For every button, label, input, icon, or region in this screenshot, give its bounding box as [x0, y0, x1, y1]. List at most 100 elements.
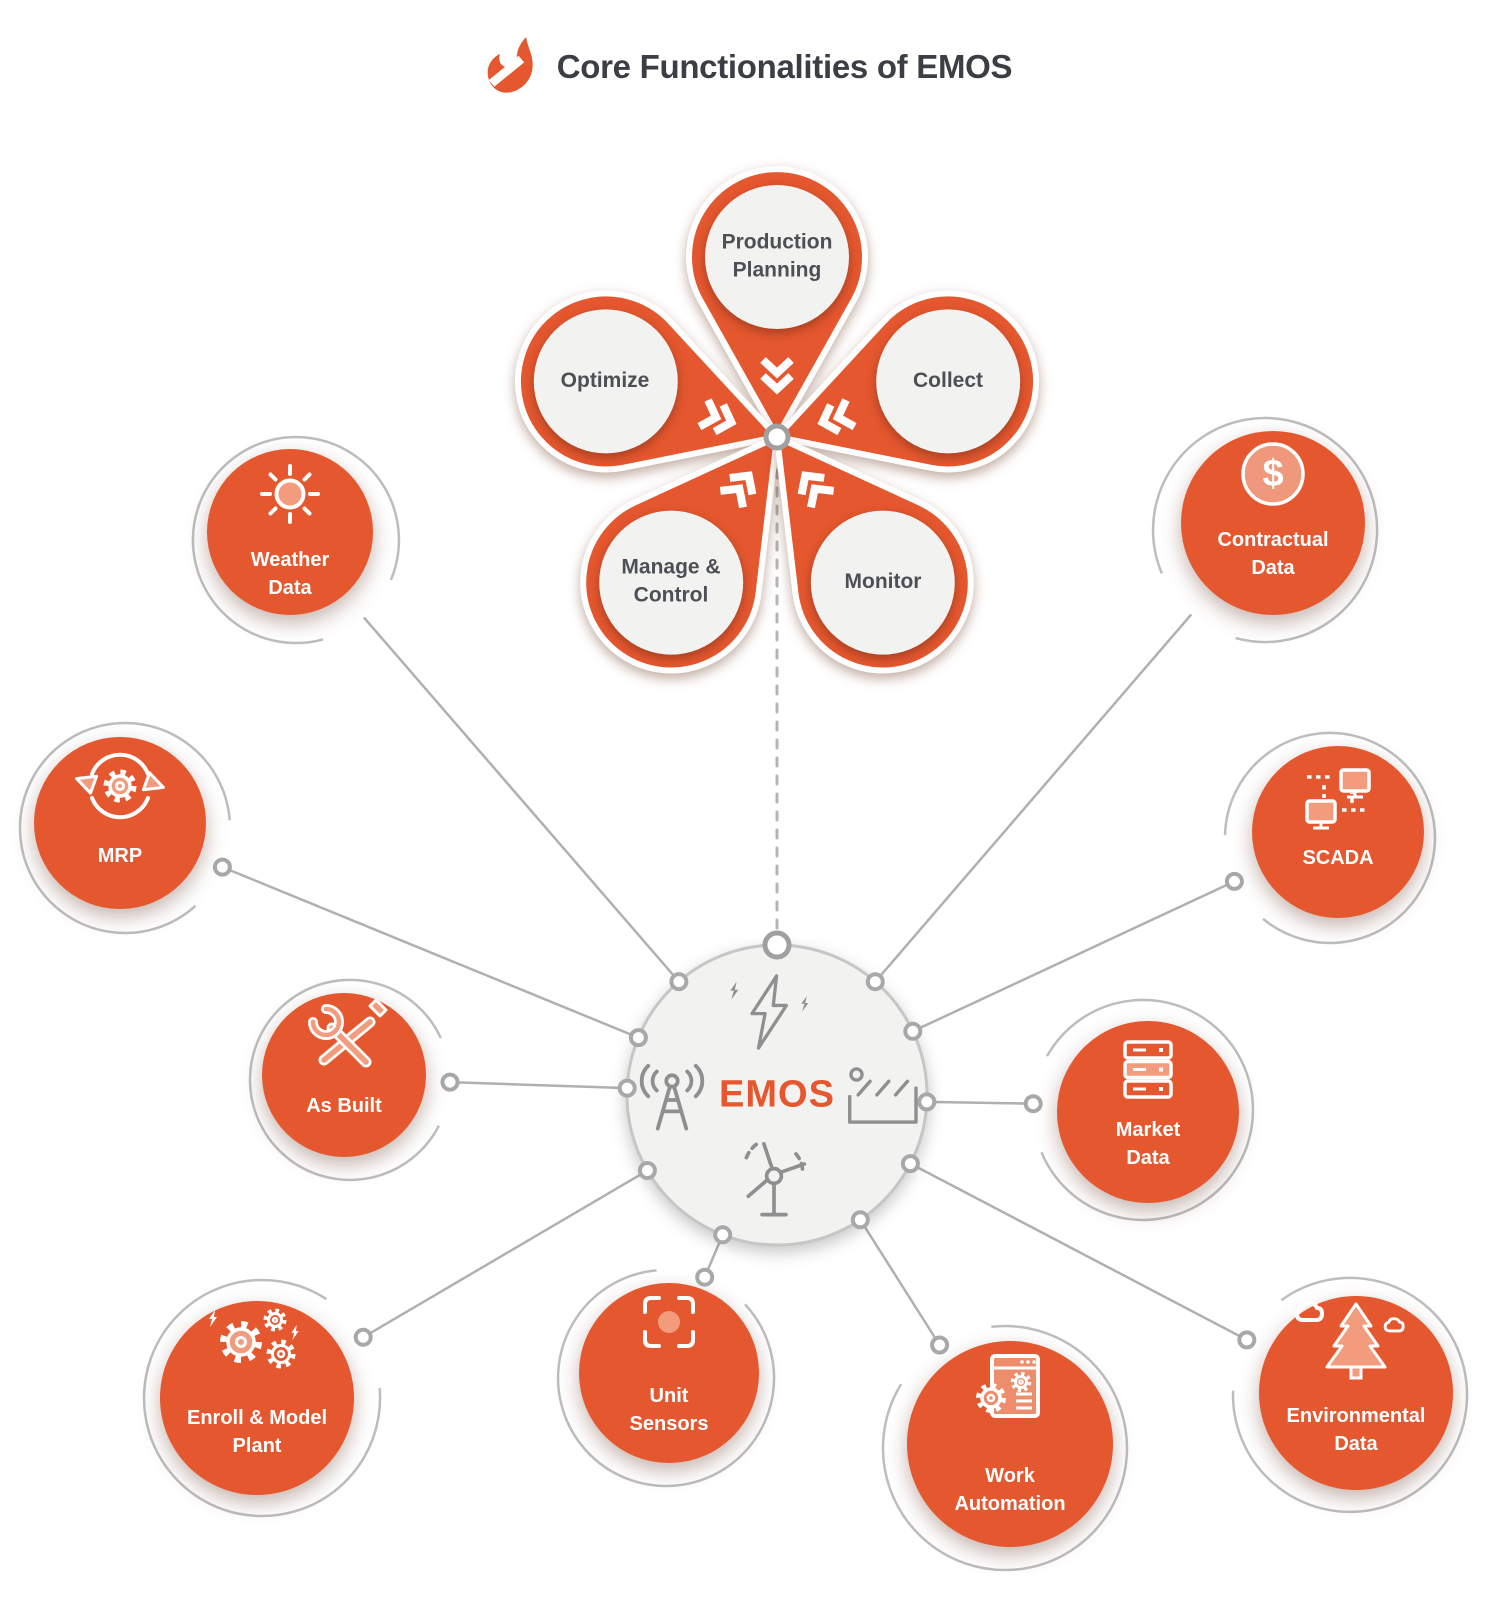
link-node — [917, 1092, 937, 1112]
server-stack-icon — [1123, 1040, 1173, 1099]
connector-work-automation — [859, 1219, 941, 1346]
satellite-circle — [160, 1301, 354, 1495]
satellite-label-unit-sensors: Unit Sensors — [629, 1385, 709, 1435]
connector-weather-data — [362, 616, 680, 983]
connector-market-data — [926, 1100, 1034, 1105]
pine-tree-icon — [1295, 1301, 1405, 1380]
inward-chevron-icons — [697, 357, 857, 509]
link-node — [903, 1021, 923, 1041]
connector-scada — [912, 880, 1235, 1033]
link-node — [212, 857, 232, 877]
link-nodes — [212, 857, 1257, 1355]
link-node — [353, 1327, 373, 1347]
hub-top-node — [762, 930, 792, 960]
chevron-icon — [797, 471, 835, 509]
petal-label-production-planning: Production Planning — [721, 230, 833, 282]
satellite-unit-sensors — [579, 1283, 759, 1463]
link-node — [930, 1335, 950, 1355]
satellites: $ — [34, 431, 1453, 1547]
page-title: Core Functionalities of EMOS — [556, 48, 1013, 85]
core-function-flower — [514, 166, 1040, 674]
ring-mrp — [18, 721, 231, 935]
satellite-circle — [1181, 431, 1365, 615]
chevron-icon — [760, 357, 794, 395]
link-node — [440, 1072, 460, 1092]
emos-hub-label: EMOS — [719, 1073, 835, 1116]
satellite-label-environmental-data: Environmental Data — [1286, 1405, 1426, 1455]
link-node — [713, 1225, 733, 1245]
petal-disc-production-planning — [705, 185, 849, 329]
ring-as-built — [248, 978, 442, 1182]
connector-enroll — [362, 1169, 649, 1339]
tools-icon — [308, 998, 388, 1068]
satellite-circle — [262, 993, 426, 1157]
link-node — [900, 1154, 920, 1174]
satellite-label-contractual-data: Contractual Data — [1217, 529, 1329, 579]
network-monitors-icon — [1305, 768, 1371, 830]
connector-mrp — [221, 865, 639, 1039]
satellite-label-enroll-model-plant: Enroll & Model Plant — [187, 1407, 327, 1457]
gears-bolt-icon — [209, 1308, 299, 1369]
connector-lines — [221, 450, 1248, 1346]
automation-window-icon — [976, 1354, 1040, 1418]
petal-disc-monitor — [810, 510, 955, 655]
dollar-coin-icon: $ — [1241, 442, 1305, 506]
ring-environmental — [1231, 1276, 1469, 1514]
petal-label-optimize: Optimize — [560, 368, 650, 392]
ring-market-data — [1040, 998, 1255, 1222]
satellite-circle — [1259, 1296, 1453, 1490]
ring-unit-sensors — [556, 1269, 776, 1488]
satellite-label-market-data: Market Data — [1115, 1119, 1181, 1169]
link-node — [865, 972, 885, 992]
ring-scada — [1223, 731, 1437, 945]
link-node — [1224, 871, 1244, 891]
satellite-environmental-data — [1259, 1296, 1453, 1490]
lightning-bolt-icon — [730, 974, 809, 1050]
satellite-enroll-model-plant — [160, 1301, 354, 1495]
satellite-circle — [579, 1283, 759, 1463]
satellite-contractual-data: $ — [1181, 431, 1365, 615]
petal-label-collect: Collect — [912, 368, 984, 392]
connector-as-built — [449, 1080, 628, 1090]
satellite-label-scada: SCADA — [1302, 847, 1374, 869]
dollar-glyph: $ — [1262, 453, 1283, 495]
satellite-circle — [907, 1341, 1113, 1547]
petal-disc-collect — [876, 309, 1021, 454]
link-node — [617, 1078, 637, 1098]
satellite-label-work-automation: Work Automation — [954, 1465, 1066, 1515]
satellite-market-data — [1057, 1021, 1239, 1203]
link-node — [1237, 1330, 1257, 1350]
link-node — [850, 1210, 870, 1230]
chevron-icon — [719, 471, 757, 509]
radio-antenna-icon — [639, 1063, 705, 1131]
satellite-circle — [34, 737, 206, 909]
flower-hub-node — [763, 423, 791, 451]
sync-gear-icon — [75, 752, 165, 820]
satellite-label-weather-data: Weather Data — [250, 549, 330, 599]
satellite-as-built — [262, 993, 426, 1157]
ring-enroll — [142, 1278, 382, 1518]
connector-environmental — [909, 1162, 1248, 1342]
factory-icon — [847, 1067, 918, 1124]
satellite-label-mrp: MRP — [97, 845, 143, 867]
satellite-circle — [1252, 746, 1424, 918]
chevron-icon — [697, 398, 737, 436]
chevron-icon — [817, 398, 857, 436]
wind-turbine-icon — [744, 1140, 807, 1217]
sensor-target-icon — [643, 1296, 695, 1348]
ring-contractual — [1151, 416, 1379, 644]
petal-disc-manage-control — [599, 510, 744, 655]
title-bar: Core Functionalities of EMOS — [0, 34, 1497, 100]
link-node — [695, 1267, 715, 1287]
satellite-mrp — [34, 737, 206, 909]
satellite-weather-data — [207, 449, 373, 615]
ring-work-automation — [881, 1324, 1129, 1572]
flame-icon — [487, 37, 533, 93]
satellite-circle — [207, 449, 373, 615]
petal-disc-optimize — [533, 309, 678, 454]
petal-label-manage-control: Manage & Control — [621, 555, 721, 607]
petal-label-monitor: Monitor — [844, 569, 922, 593]
satellite-scada — [1252, 746, 1424, 918]
